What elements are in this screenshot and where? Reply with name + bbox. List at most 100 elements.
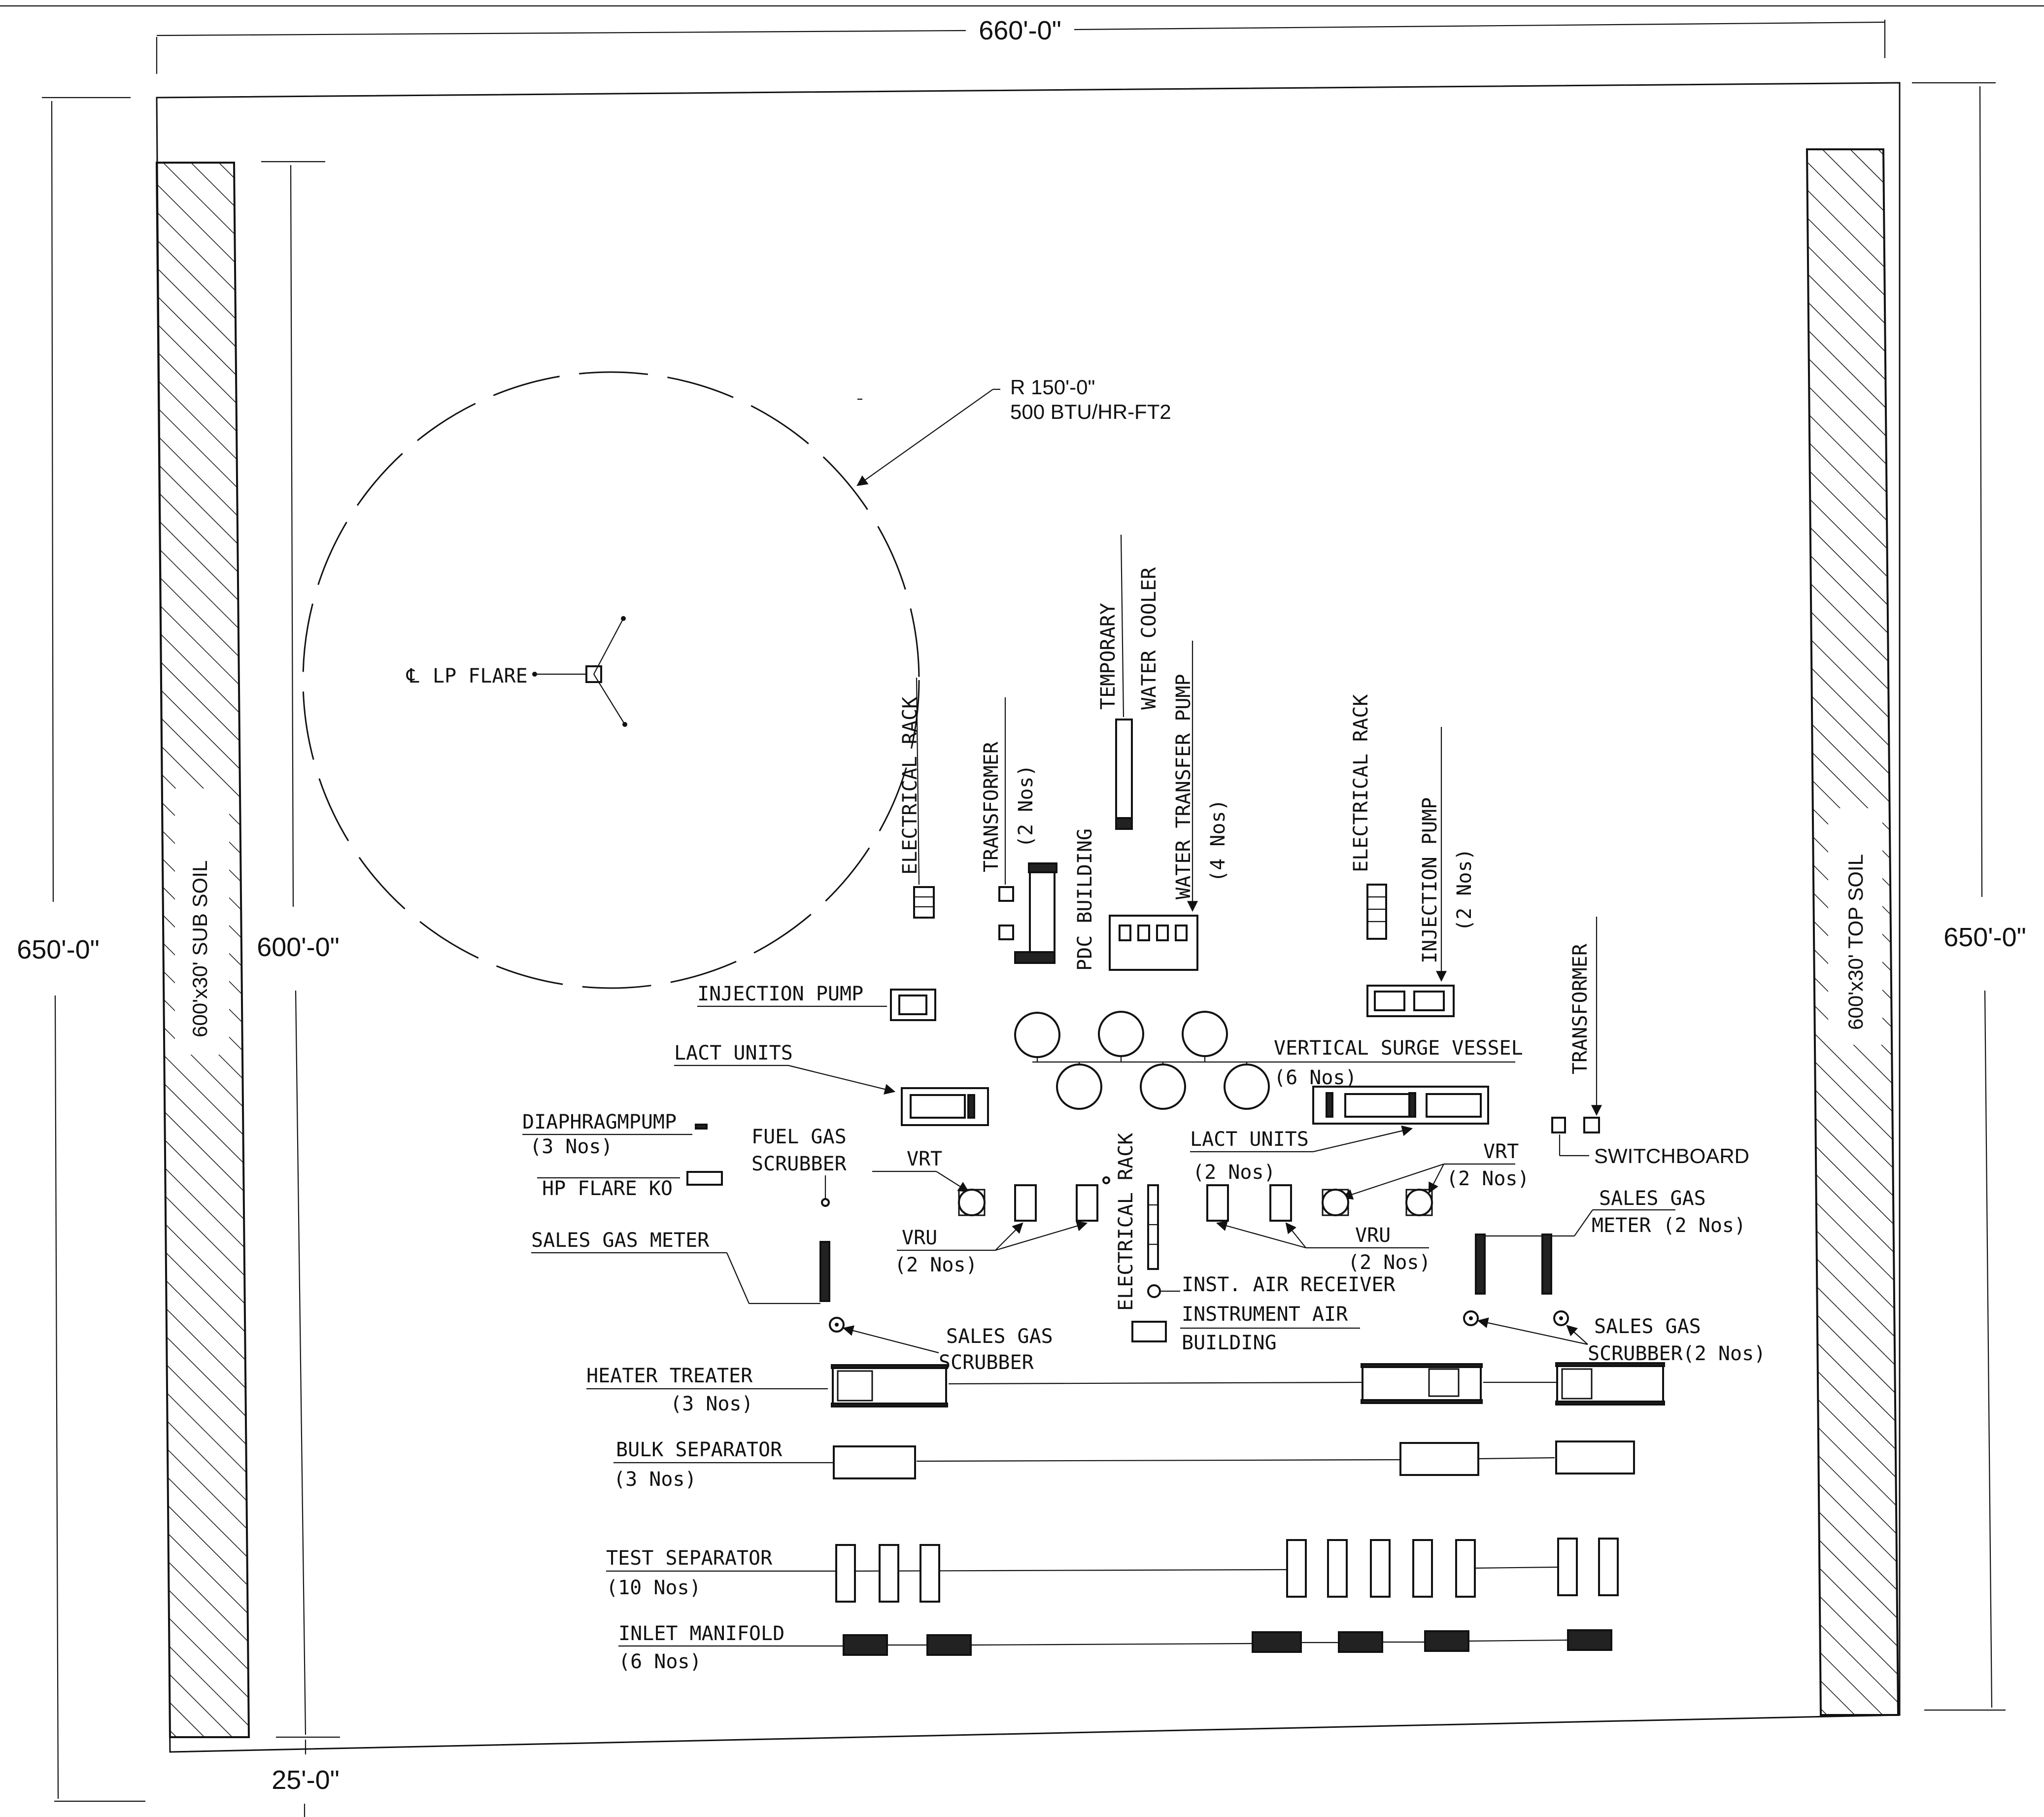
lact-units-2-label: LACT UNITS [1190,1128,1309,1151]
dim-bottom-offset: 25'-0" [272,1765,340,1795]
inlet-manifold-1 [843,1634,888,1656]
inlet-manifold-2 [926,1634,972,1656]
vru-2-qty: (2 Nos) [1348,1251,1431,1274]
sales-gas-scrubber-2-label-2: SCRUBBER(2 Nos) [1588,1342,1766,1365]
test-separator-5 [1327,1539,1348,1598]
vrt-1-label: VRT [907,1148,942,1170]
test-separator-label: TEST SEPARATOR [606,1547,773,1570]
inlet-manifold-6 [1567,1629,1612,1651]
test-separator-10 [1598,1538,1619,1596]
test-separator-4 [1286,1539,1307,1598]
surge-vessel-3 [1182,1011,1228,1057]
water-transfer-pumps [1109,915,1198,971]
fuel-gas-label-2: SCRUBBER [751,1153,847,1175]
vertical-surge-vessel-qty: (6 Nos) [1274,1066,1357,1089]
test-separator-9 [1557,1538,1578,1596]
hp-flare-ko-label: HP FLARE KO [542,1177,673,1200]
sub-soil-label: 600'x30' SUB SOIL [188,860,211,1037]
bulk-separator-label: BULK SEPARATOR [616,1439,783,1461]
diaphragm-pump-label: DIAPHRAGMPUMP [522,1111,677,1133]
inst-air-receiver-label: INST. AIR RECEIVER [1182,1273,1396,1296]
test-separator-8 [1455,1539,1476,1598]
heater-treater-qty: (3 Nos) [670,1393,753,1415]
flare-radius-circle [302,371,920,989]
vru-2-label: VRU [1355,1224,1391,1247]
water-cooler-label: WATER COOLER [1138,567,1160,710]
pdc-building [1029,867,1056,958]
water-transfer-pump-label: WATER TRANSFER PUMP [1172,674,1195,899]
bottom-offset-dimension: 25'-0" [272,1740,340,1817]
hp-flare-ko [686,1171,723,1186]
sales-gas-scrubber-1-label-1: SALES GAS [946,1325,1053,1348]
lp-flare: ℄ LP FLARE [406,616,627,727]
flare-radius-text: R 150'-0" [1010,376,1095,399]
surge-vessel-5 [1140,1063,1186,1110]
electrical-rack-2 [1366,884,1387,940]
inlet-manifold-3 [1252,1631,1302,1653]
test-separator-2 [879,1544,899,1603]
dim-left-height: 650'-0" [17,935,100,964]
bulk-separator-2 [1399,1442,1479,1476]
transformer-1b [998,925,1014,940]
injection-pump-2-qty: (2 Nos) [1453,848,1476,931]
test-separator-6 [1370,1539,1391,1598]
sales-gas-meter-2a [1475,1234,1486,1295]
bulk-separator-qty: (3 Nos) [613,1468,697,1491]
flare-heat-text: 500 BTU/HR-FT2 [1010,400,1171,423]
sales-gas-scrubber-2-label-1: SALES GAS [1594,1315,1701,1338]
switchboard-label: SWITCHBOARD [1594,1144,1749,1167]
vru-1b [1076,1184,1098,1222]
test-separator-qty: (10 Nos) [606,1577,701,1599]
switchboard [1551,1117,1566,1133]
inlet-manifold-qty: (6 Nos) [618,1650,702,1673]
surge-vessel-6 [1224,1063,1270,1110]
vertical-surge-vessels [1014,1011,1515,1110]
diaphragm-pump-qty: (3 Nos) [530,1135,613,1158]
lp-flare-centerline-icon: ℄ [406,665,419,687]
surge-vessel-4 [1056,1063,1102,1110]
injection-pump-1-label: INJECTION PUMP [697,983,863,1005]
sales-gas-scrubber-1-label-2: SCRUBBER [939,1351,1034,1374]
sales-gas-meter-2-label-2: METER (2 Nos) [1592,1214,1746,1237]
bulk-separator-3 [1555,1440,1635,1474]
dim-inner-height: 600'-0" [257,932,340,962]
transformer-1-label: TRANSFORMER [980,741,1003,872]
transformer-2 [1583,1117,1600,1133]
sales-gas-meter-2b [1541,1234,1552,1295]
pdc-building-label: PDC BUILDING [1074,828,1096,971]
inlet-manifold-label: INLET MANIFOLD [618,1622,784,1645]
flare-radius-leader [856,389,993,486]
electrical-rack-3 [1147,1184,1159,1270]
inner-dimension: 600'-0" [257,161,340,1738]
vru-2b [1269,1184,1292,1222]
transformer-2-label: TRANSFORMER [1569,943,1592,1074]
right-dimension: 650'-0" [1912,82,2026,1711]
surge-vessel-2 [1098,1011,1144,1057]
dim-top-width: 660'-0" [979,16,1061,45]
test-separator-7 [1412,1539,1433,1598]
vrt-2-qty: (2 Nos) [1446,1167,1530,1190]
vru-1a [1014,1184,1037,1222]
bulk-separator-1 [833,1445,916,1479]
site-boundary [156,82,1901,1753]
instrument-air-label-2: BUILDING [1182,1332,1277,1354]
top-dimension: 660'-0" [156,16,1886,74]
heater-treater-2 [1361,1363,1483,1404]
electrical-rack-3-label: ELECTRICAL RACK [1115,1133,1137,1311]
vrt-2b [1405,1189,1433,1216]
top-soil-label: 600'x30' TOP SOIL [1844,854,1867,1030]
water-transfer-pump-qty: (4 Nos) [1207,799,1229,882]
electrical-rack-1 [913,886,935,919]
inst-air-receiver [1147,1284,1161,1298]
fuel-gas-label-1: FUEL GAS [751,1126,847,1148]
vrt-1 [958,1189,986,1216]
lact-units-1-label: LACT UNITS [674,1042,793,1064]
top-soil-label-bg [1828,808,1882,1045]
lp-flare-label: LP FLARE [433,665,528,687]
transformer-1-qty: (2 Nos) [1015,764,1037,848]
left-dimension: 650'-0" [17,97,145,1802]
vrt-2-label: VRT [1483,1140,1519,1163]
vru-1-label: VRU [902,1227,937,1249]
instrument-air-building [1131,1321,1167,1342]
